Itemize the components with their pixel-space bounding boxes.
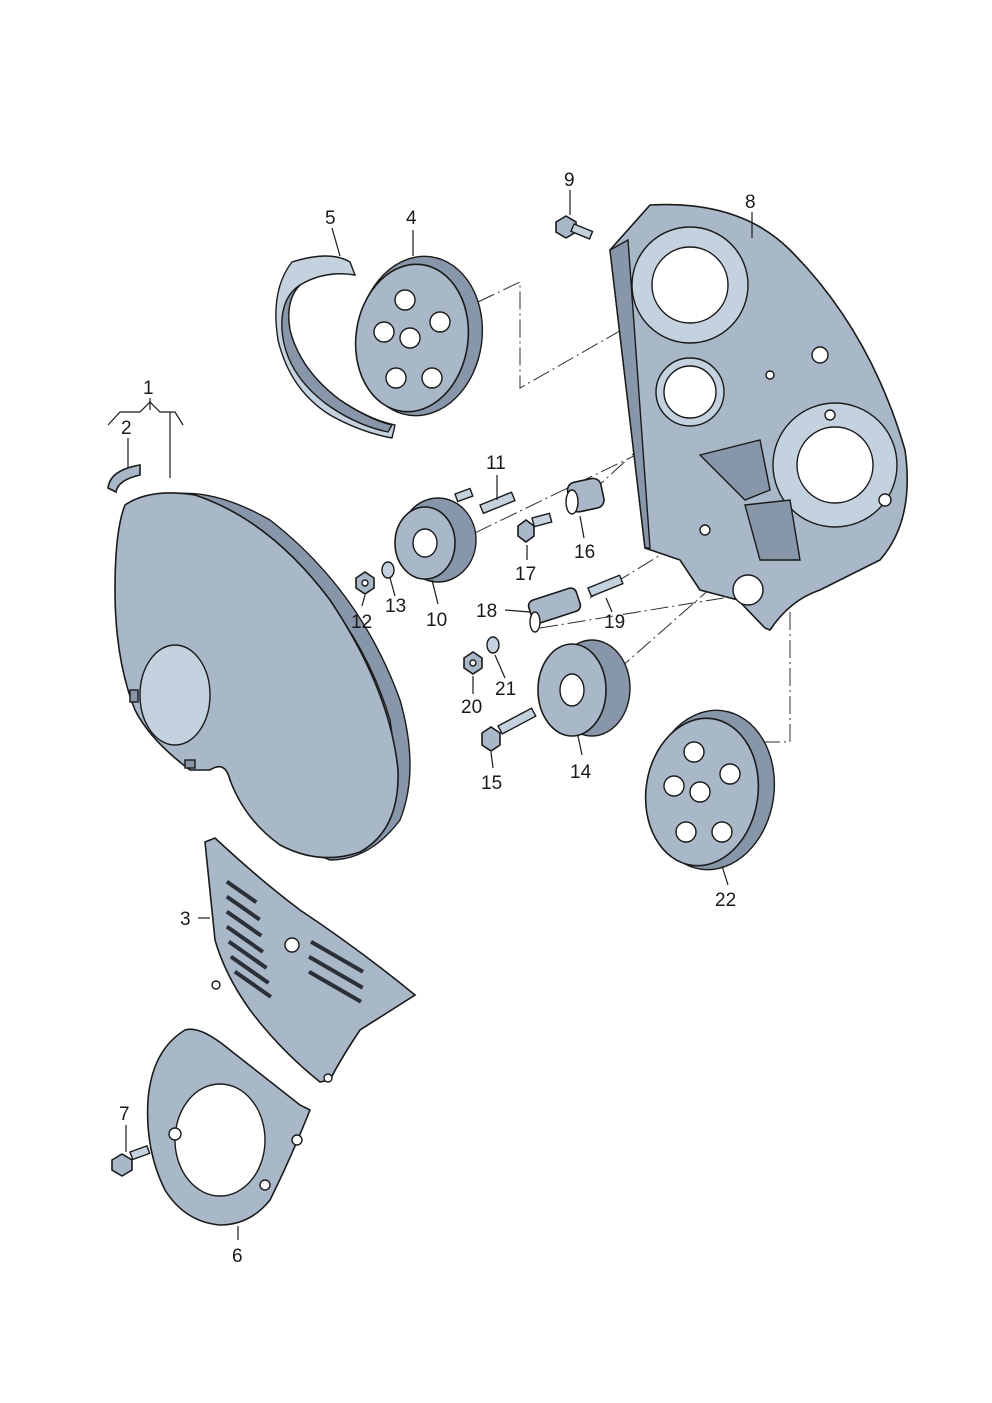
callout-15: 15	[481, 773, 502, 794]
callout-2: 2	[121, 418, 132, 439]
backing-plate-part-6	[146, 1028, 312, 1226]
clip-part-2	[107, 464, 141, 494]
camshaft-sprocket-part-4	[354, 255, 484, 417]
pump-sprocket-part-22	[644, 709, 776, 871]
callout-7: 7	[119, 1104, 130, 1125]
callout-13: 13	[385, 596, 406, 617]
callout-17: 17	[515, 564, 536, 585]
callout-4: 4	[406, 208, 417, 229]
callout-19: 19	[604, 612, 625, 633]
bolt-part-15	[481, 707, 537, 752]
callout-1: 1	[143, 378, 154, 399]
sleeve-part-18	[527, 587, 582, 633]
callout-18: 18	[476, 601, 497, 622]
callout-8: 8	[745, 192, 756, 213]
callout-21: 21	[495, 679, 516, 700]
washer-part-13	[381, 561, 395, 579]
callout-6: 6	[232, 1246, 243, 1267]
callout-5: 5	[325, 208, 336, 229]
callout-9: 9	[564, 170, 575, 191]
callout-11: 11	[486, 453, 506, 474]
callout-20: 20	[461, 697, 482, 718]
lower-cover-part-3	[204, 837, 417, 1083]
callout-labels: 1 2 3 4 5 6 7 8 9 10 11 12 13 14 15 16 1…	[119, 170, 756, 1267]
callout-14: 14	[570, 762, 592, 783]
vent-slots	[225, 880, 364, 1004]
upper-timing-cover-part-1	[114, 492, 411, 861]
nut-part-20	[463, 651, 483, 675]
sleeve-part-16	[565, 477, 605, 515]
idler-roller-part-14	[537, 639, 631, 737]
callout-10: 10	[426, 610, 447, 631]
toothed-belt-part-5	[275, 255, 396, 439]
nut-part-12	[355, 571, 375, 595]
washer-part-21	[486, 636, 500, 654]
leader-lines	[107, 190, 753, 1240]
callout-12: 12	[351, 612, 372, 633]
bolt-part-7	[111, 1144, 151, 1177]
callout-3: 3	[180, 909, 191, 930]
rear-timing-cover-part-8	[609, 203, 908, 631]
bolt-part-9	[555, 215, 594, 240]
stud-part-19	[587, 574, 624, 598]
tensioner-roller-part-10	[394, 487, 477, 583]
callout-22: 22	[715, 890, 736, 911]
stud-part-11	[479, 491, 516, 515]
callout-16: 16	[574, 542, 595, 563]
bolt-part-17	[517, 512, 553, 543]
